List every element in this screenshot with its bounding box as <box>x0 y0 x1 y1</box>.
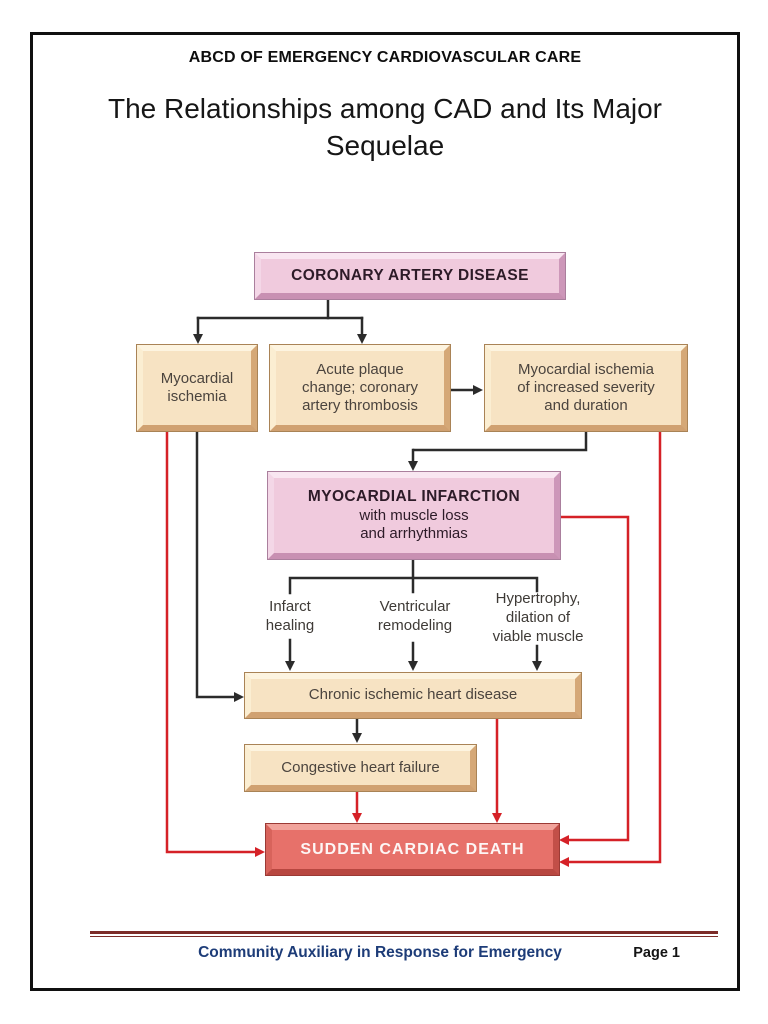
node-myocardial-ischemia: Myocardial ischemia <box>137 345 257 431</box>
mi-title: MYOCARDIAL INFARCTION <box>307 487 521 505</box>
doc-title-line1: The Relationships among CAD and Its Majo… <box>107 93 663 124</box>
node-acute-plaque-change: Acute plaque change; coronary artery thr… <box>270 345 450 431</box>
footer-page-number: Page 1 <box>633 945 680 961</box>
node-sudden-cardiac-death: SUDDEN CARDIAC DEATH <box>266 824 559 875</box>
footer-org-name: Community Auxiliary in Response for Emer… <box>198 944 562 961</box>
doc-title: The Relationships among CAD and Its Majo… <box>33 90 737 164</box>
node-myocardial-infarction: MYOCARDIAL INFARCTION with muscle loss a… <box>268 472 560 559</box>
label-infarct-healing: Infarct healing <box>265 598 315 635</box>
doc-title-line2: Sequelae <box>325 130 445 161</box>
label-ventricular-remodeling: Ventricular remodeling <box>377 598 453 635</box>
node-chronic-ischemic-heart-disease: Chronic ischemic heart disease <box>245 673 581 718</box>
node-congestive-heart-failure: Congestive heart failure <box>245 745 476 791</box>
node-coronary-artery-disease: CORONARY ARTERY DISEASE <box>255 253 565 299</box>
mi-subtitle: with muscle loss and arrhythmias <box>359 506 469 542</box>
footer-rule <box>90 931 718 937</box>
label-hypertrophy-dilation: Hypertrophy, dilation of viable muscle <box>492 590 584 646</box>
node-ischemia-increased-severity: Myocardial ischemia of increased severit… <box>485 345 687 431</box>
page-header: ABCD OF EMERGENCY CARDIOVASCULAR CARE <box>188 49 582 66</box>
